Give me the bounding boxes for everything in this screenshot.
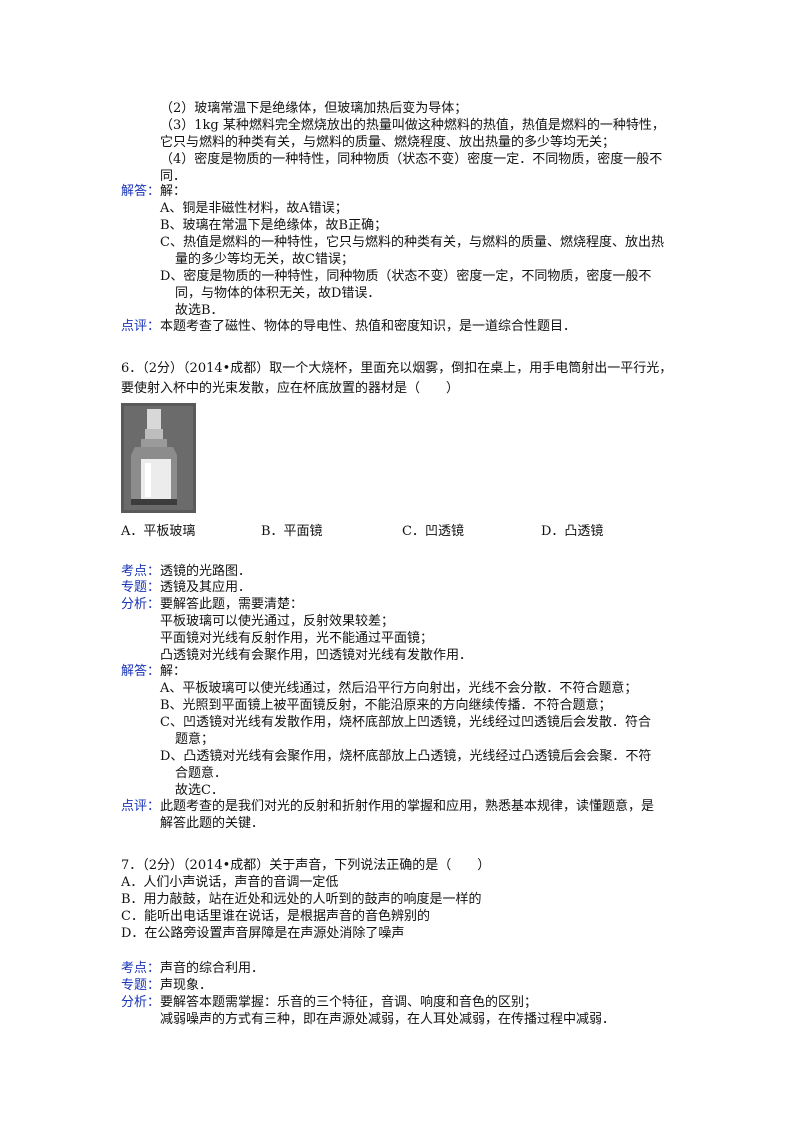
- prev-answer-line-4: C、热值是燃料的一种特性，它只与燃料的种类有关，与燃料的质量、燃烧程度、放出热: [160, 235, 664, 250]
- prev-answer-line-8: 故选B．: [175, 303, 224, 318]
- prev-answer-line-5: 量的多少等均无关，故C错误；: [175, 252, 354, 267]
- q6-option-b: B．平面镜: [261, 524, 323, 539]
- q6-answer-line-6: D、凸透镜对光线有会聚作用，烧杯底部放上凸透镜，光线经过凸透镜后会会聚．不符: [160, 749, 652, 764]
- q6-comment-line-2: 解答此题的关键．: [160, 816, 265, 831]
- q7-fenxi-line-2: 减弱噪声的方式有三种，即在声源处减弱，在人耳处减弱，在传播过程中减弱．: [160, 1012, 616, 1027]
- prev-answer-line-7: 同，与物体的体积无关，故D错误．: [175, 286, 381, 301]
- prev-answer-line-2: A、铜是非磁性材料，故A错误；: [160, 201, 348, 216]
- prev-answer-line-6: D、密度是物质的一种特性，同种物质（状态不变）密度一定，不同物质，密度一般不: [160, 269, 652, 284]
- prev-comment-line-1: 本题考查了磁性、物体的导电性、热值和密度知识，是一道综合性题目．: [160, 319, 577, 334]
- q7-option-c: C．能听出电话里谁在说话，是根据声音的音色辨别的: [121, 909, 430, 924]
- q7-stem-line-1: 7．（2分）（2014•成都）关于声音，下列说法正确的是（ ）: [121, 858, 491, 873]
- q7-option-d: D．在公路旁设置声音屏障是在声源处消除了噪声: [121, 926, 405, 941]
- q6-fenxi-line-2: 平板玻璃可以使光通过，反射效果较差；: [160, 614, 395, 629]
- q6-comment-line-1: 此题考查的是我们对光的反射和折射作用的掌握和应用，熟悉基本规律，读懂题意，是: [160, 799, 655, 814]
- prev-line-1: （2）玻璃常温下是绝缘体，但玻璃加热后变为导体；: [160, 101, 468, 116]
- q7-option-a: A．人们小声说话，声音的音调一定低: [121, 875, 339, 890]
- q6-zhuanti-text: 透镜及其应用．: [160, 580, 252, 595]
- prev-comment-label: 点评：: [121, 319, 161, 334]
- q6-answer-line-2: A、平板玻璃可以使光线通过，然后沿平行方向射出，光线不会分散．不符合题意；: [160, 681, 638, 696]
- prev-answer-label: 解答：: [121, 184, 161, 199]
- beaker-photo: [121, 403, 196, 513]
- q7-fenxi-label: 分析：: [121, 995, 161, 1010]
- prev-line-2: （3）1kg 某种燃料完全燃烧放出的热量叫做这种燃料的热值，热值是燃料的一种特性…: [160, 118, 665, 133]
- q6-answer-label: 解答：: [121, 664, 161, 679]
- q6-answer-line-5: 题意；: [175, 732, 215, 747]
- q7-kaodian-text: 声音的综合利用．: [160, 961, 265, 976]
- q7-zhuanti-text: 声现象．: [160, 978, 213, 993]
- q6-option-c: C．凹透镜: [402, 524, 464, 539]
- q6-answer-line-4: C、凹透镜对光线有发散作用，烧杯底部放上凹透镜，光线经过凹透镜后会发散．符合: [160, 715, 651, 730]
- q7-kaodian-label: 考点：: [121, 961, 161, 976]
- q6-answer-line-1: 解：: [160, 664, 187, 679]
- q6-comment-label: 点评：: [121, 799, 161, 814]
- q6-answer-line-7: 合题意．: [175, 766, 228, 781]
- q7-option-b: B．用力敲鼓，站在近处和远处的人听到的鼓声的响度是一样的: [121, 892, 482, 907]
- q6-fenxi-label: 分析：: [121, 597, 161, 612]
- q6-kaodian-text: 透镜的光路图．: [160, 564, 252, 579]
- q6-answer-line-3: B、光照到平面镜上被平面镜反射，不能沿原来的方向继续传播．不符合题意；: [160, 698, 612, 713]
- q6-kaodian-label: 考点：: [121, 564, 161, 579]
- q6-stem-line-2: 要使射入杯中的光束发散，应在杯底放置的器材是（ ）: [121, 381, 460, 396]
- q6-zhuanti-label: 专题：: [121, 580, 161, 595]
- q6-fenxi-line-3: 平面镜对光线有反射作用，光不能通过平面镜；: [160, 631, 434, 646]
- q7-zhuanti-label: 专题：: [121, 978, 161, 993]
- q6-option-d: D．凸透镜: [541, 524, 604, 539]
- q6-stem-line-1: 6．（2分）（2014•成都）取一个大烧杯，里面充以烟雾，倒扣在桌上，用手电筒射…: [121, 361, 673, 376]
- prev-line-3: 它只与燃料的种类有关，与燃料的质量、燃烧程度、放出热量的多少等均无关；: [160, 135, 616, 150]
- q6-answer-line-8: 故选C．: [175, 783, 224, 798]
- prev-line-5: 同．: [160, 169, 187, 184]
- prev-answer-line-1: 解：: [160, 184, 187, 199]
- q6-fenxi-line-4: 凸透镜对光线有会聚作用，凹透镜对光线有发散作用．: [160, 648, 473, 663]
- q6-option-a: A．平板玻璃: [121, 524, 196, 539]
- q6-fenxi-line-1: 要解答此题，需要清楚：: [160, 597, 304, 612]
- q7-fenxi-line-1: 要解答本题需掌握：乐音的三个特征，音调、响度和音色的区别；: [160, 995, 538, 1010]
- prev-answer-line-3: B、玻璃在常温下是绝缘体，故B正确；: [160, 218, 388, 233]
- prev-line-4: （4）密度是物质的一种特性，同种物质（状态不变）密度一定．不同物质，密度一般不: [160, 152, 663, 167]
